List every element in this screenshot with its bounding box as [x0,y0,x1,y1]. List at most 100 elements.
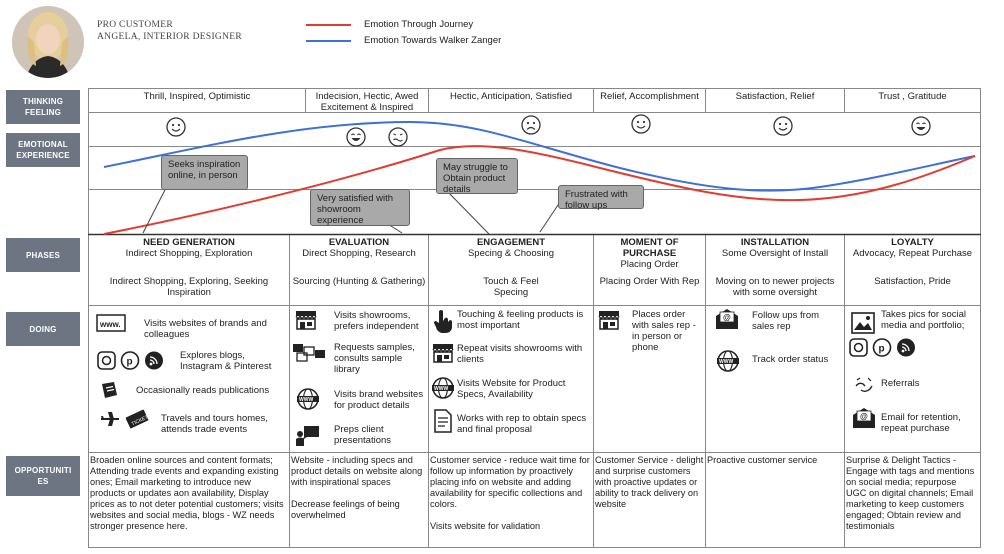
row-label-thinking: THINKING FEELING [6,90,80,124]
grin-icon [911,116,931,136]
phase-subtitle: Advocacy, Repeat Purchase [852,248,973,259]
avatar [12,6,84,78]
phase-title: INSTALLATION [740,237,810,248]
ticket-icon: TICKET [125,409,149,429]
phase-3: ENGAGEMENT Specing & Choosing [430,237,592,259]
storefront-icon [432,344,454,363]
svg-text:www.: www. [99,320,121,329]
instagram-icon [97,351,116,370]
thinking-cell-3: Hectic, Anticipation, Satisfied [450,91,572,102]
phase-detail-1: Indirect Shopping, Exploring, Seeking In… [109,276,269,298]
doing-text: Referrals [881,378,920,389]
opportunity-cell-2: Website - including specs and product de… [291,455,423,520]
svg-text:WWW: WWW [299,397,313,403]
storefront-icon [598,311,620,330]
doing-text: Works with rep to obtain specs and final… [457,413,587,435]
phase-title: EVALUATION [328,237,390,248]
persona-name: ANGELA, INTERIOR DESIGNER [97,32,242,42]
avatar-portrait [12,6,84,78]
phase-title: LOYALTY [891,237,934,248]
row-label-doing: DOING [6,312,80,346]
doing-text: Email for retention, repeat purchase [881,412,961,434]
doing-text: Explores blogs, Instagram & Pinterest [180,350,272,372]
callout-pointer-1 [142,183,169,234]
opportunity-cell-6: Surprise & Delight Tactics - Engage with… [846,455,975,531]
phase-subtitle: Indirect Shopping, Exploration [125,248,253,259]
phase-6: LOYALTY Advocacy, Repeat Purchase [846,237,979,259]
web-globe-icon: WWW [432,377,454,399]
doing-text: Repeat visits showrooms with clients [457,343,583,365]
doing-text: Visits Website for Product Specs, Availa… [457,378,566,400]
thinking-cell-4: Relief, Accomplishment [600,91,699,102]
smile-icon [166,117,186,137]
touch-hand-icon [434,310,452,333]
rss-icon [145,351,163,370]
samples-icon [293,344,325,362]
svg-text:p: p [127,357,133,368]
legend-blue-label: Emotion Towards Walker Zanger [364,35,502,46]
callout-very-satisfied: Very satisfied with showroom experience [310,189,410,226]
doing-text: Places order with sales rep - in person … [632,309,696,353]
email-icon: @ [716,309,738,329]
pinterest-icon: p [120,351,140,370]
opportunity-cell-5: Proactive customer service [707,455,818,465]
web-globe-icon: WWW [297,388,319,410]
callout-pointer-4 [539,201,561,233]
callout-pointer-3 [447,191,490,235]
doing-text: Visits showrooms, prefers independent [334,310,419,332]
social-media-icons: p [849,338,915,357]
grin-icon [346,127,366,147]
phase-subtitle: Specing & Choosing [467,248,555,259]
doing-text: Track order status [752,354,829,365]
row-label-phases: PHASES [6,238,80,272]
opportunity-cell-4: Customer Service - delight and surprise … [595,455,704,509]
svg-text:@: @ [860,412,868,421]
pinterest-icon: p [872,338,892,357]
blue-emotion-curve [103,120,976,192]
smile-icon [631,114,651,134]
doing-text: Follow ups from sales rep [752,310,820,332]
phase-5: INSTALLATION Some Oversight of Install [707,237,843,259]
doing-text: Visits websites of brands and colleagues [144,318,267,340]
phase-detail-3: Touch & Feel Specing [483,276,539,298]
thinking-cell-6: Trust , Gratitude [878,91,947,102]
doing-text: Touching & feeling products is most impo… [457,309,584,331]
phase-subtitle: Direct Shopping, Research [302,248,416,259]
opportunity-cell-1: Broaden online sources and content forma… [90,455,284,531]
phase-1: NEED GENERATION Indirect Shopping, Explo… [90,237,288,259]
persona-type: PRO CUSTOMER [97,20,174,30]
svg-text:WWW: WWW [719,359,733,365]
phase-subtitle: Some Oversight of Install [721,248,829,259]
web-globe-icon: WWW [717,350,739,372]
doing-text: Preps client presentations [334,424,392,446]
phase-2: EVALUATION Direct Shopping, Research [291,237,427,259]
smile-icon [773,116,793,136]
document-icon [434,409,452,433]
instagram-icon [849,338,868,357]
storefront-icon [295,311,317,330]
red-emotion-curve [103,145,976,235]
callout-frustrated: Frustrated with follow ups [558,185,644,211]
phase-detail-6: Satisfaction, Pride [874,276,951,287]
doing-text: Visits brand websites for product detail… [334,389,424,411]
opportunity-cell-3: Customer service - reduce wait time for … [430,455,590,531]
doing-text: Takes pics for social media and portfoli… [881,309,967,331]
phase-detail-2: Sourcing (Hunting & Gathering) [292,276,426,287]
row-label-opportunities: OPPORTUNITI ES [6,456,80,496]
phase-title: ENGAGEMENT [476,237,546,248]
wavy-face-icon [388,127,408,147]
svg-text:WWW: WWW [434,386,448,392]
thinking-cell-2: Indecision, Hectic, Awed Excitement & In… [315,91,419,113]
legend-red-label: Emotion Through Journey [364,19,474,30]
travel-icon: TICKET [101,409,149,429]
thinking-cell-5: Satisfaction, Relief [735,91,815,102]
frown-icon [521,115,541,135]
row-label-emotional: EMOTIONAL EXPERIENCE [6,133,80,167]
photo-icon [851,312,875,334]
referral-hands-icon [855,377,873,392]
magazine-icon [102,382,117,398]
legend: Emotion Through Journey Emotion Towards … [306,17,566,47]
rss-icon [897,338,915,357]
www-icon: www. [96,314,126,332]
